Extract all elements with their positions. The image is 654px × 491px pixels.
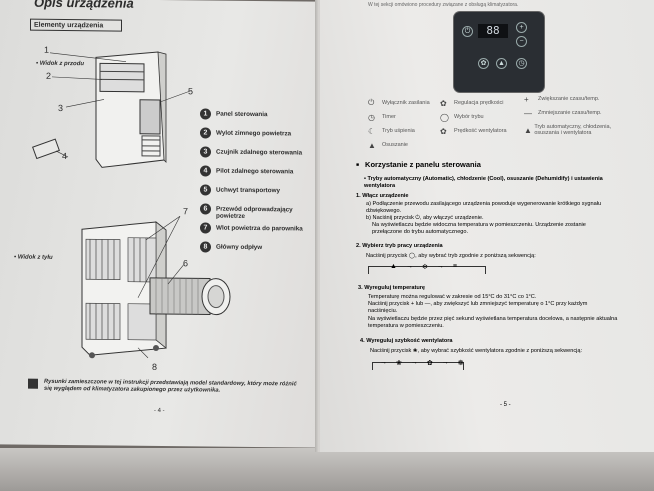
callout-1: 1 — [44, 44, 50, 55]
fan-sequence-loop — [372, 362, 464, 370]
mode-sequence: ▲→ ❄→ ≡ — [390, 263, 457, 271]
power-icon: ⏻ — [368, 98, 375, 107]
intro-bullet: • Tryby automatyczny (Automatic), chłodz… — [364, 176, 603, 189]
pencil-note-icon — [28, 378, 38, 389]
step-1-text-a: a) Podłączenie przewodu zasilającego urz… — [366, 201, 602, 214]
fan-low-icon: ❀ — [396, 360, 402, 367]
speed-icon: ✿ — [440, 98, 447, 108]
top-note: W tej sekcji omówiono procedury związane… — [368, 2, 519, 8]
book-fold — [315, 0, 323, 452]
step-2-title: 2. Wybierz tryb pracy urządzenia — [356, 243, 443, 249]
section-title: Korzystanie z panelu sterowania — [356, 160, 481, 169]
section-bar: Elementy urządzenia — [30, 18, 122, 32]
legend-right: +Zwiększanie czasu/temp. —Zmniejszanie c… — [524, 94, 612, 137]
temperature-display: 88 — [478, 24, 508, 38]
timer-icon: ◷ — [368, 112, 375, 122]
step-3-title: 3. Wyreguluj temperaturę — [358, 285, 426, 291]
fan-high-icon: ❁ — [457, 360, 464, 367]
fan-sequence: →❀→ ✿→ ❁ — [380, 359, 464, 367]
step-4-title: 4. Wyreguluj szybkość wentylatora — [360, 338, 453, 344]
callout-5: 5 — [188, 86, 194, 97]
desk-surface — [0, 448, 654, 491]
legend-left: ⏻Wyłącznik zasilania ◷Timer ☾Tryb uśpien… — [368, 98, 430, 150]
dehumidify-icon: ▲ — [368, 140, 376, 150]
step-3-text-c: Na wyświetlaczu będzie przez pięć sekund… — [368, 316, 618, 329]
fan-mode-icon: ≡ — [452, 263, 457, 270]
side-view-label: • Widok z tyłu — [14, 254, 53, 261]
step-1-title: 1. Włącz urządzenie — [356, 193, 409, 199]
step-1-text-c: Na wyświetlaczu będzie widoczna temperat… — [372, 222, 586, 235]
front-view-drawing — [32, 51, 193, 168]
callout-8: 8 — [152, 361, 158, 372]
page-number-left: - 4 - — [154, 407, 165, 415]
callout-2: 2 — [46, 70, 52, 81]
dehumidify-mode-icon: ▲ — [390, 263, 397, 270]
callout-7: 7 — [183, 206, 189, 217]
callout-3: 3 — [58, 102, 64, 113]
timer-button-icon: ◷ — [516, 58, 527, 69]
fan-button-icon: ✿ — [478, 58, 489, 69]
callout-4: 4 — [62, 150, 68, 162]
step-2-text: Naciśnij przycisk ◯, aby wybrać tryb zgo… — [366, 253, 536, 259]
fan-mid-icon: ✿ — [426, 360, 433, 367]
mode-icons: ▲ — [524, 125, 532, 135]
mode-button-icon: ▲ — [496, 58, 507, 69]
fan-speed-icon: ✿ — [440, 126, 447, 136]
manual-page-left: Opis urządzenia Elementy urządzenia • Wi… — [0, 0, 318, 448]
step-3-text-b: Naciśnij przycisk + lub —, aby zwiększyć… — [368, 301, 588, 314]
footnote: Rysunki zamieszczone w tej instrukcji pr… — [28, 378, 298, 396]
step-3-text-a: Temperaturę można regulować w zakresie o… — [368, 294, 537, 300]
power-button-icon: ⏻ — [462, 26, 473, 37]
plus-button-icon: + — [516, 22, 527, 33]
sleep-icon: ☾ — [368, 126, 376, 136]
minus-button-icon: − — [516, 36, 527, 47]
back-view-drawing — [81, 215, 231, 359]
page-title-left: Opis urządzenia — [34, 0, 134, 11]
page-number-right: - 5 - — [500, 402, 511, 408]
cool-mode-icon: ❄ — [421, 264, 428, 271]
legend-mid: ✿Regulacja prędkości ◯Wybór trybu ✿Prędk… — [440, 98, 507, 136]
mode-icon: ◯ — [440, 112, 449, 122]
callout-6: 6 — [183, 258, 189, 269]
step-1-text-b: b) Naciśnij przycisk ⏻, aby włączyć urzą… — [366, 215, 484, 221]
control-panel-illustration: 88 ⏻ + − ✿ ▲ ◷ — [454, 12, 544, 92]
mode-sequence-loop — [368, 266, 486, 274]
step-4-text: Naciśnij przycisk ❀, aby wybrać szybkość… — [370, 348, 583, 354]
